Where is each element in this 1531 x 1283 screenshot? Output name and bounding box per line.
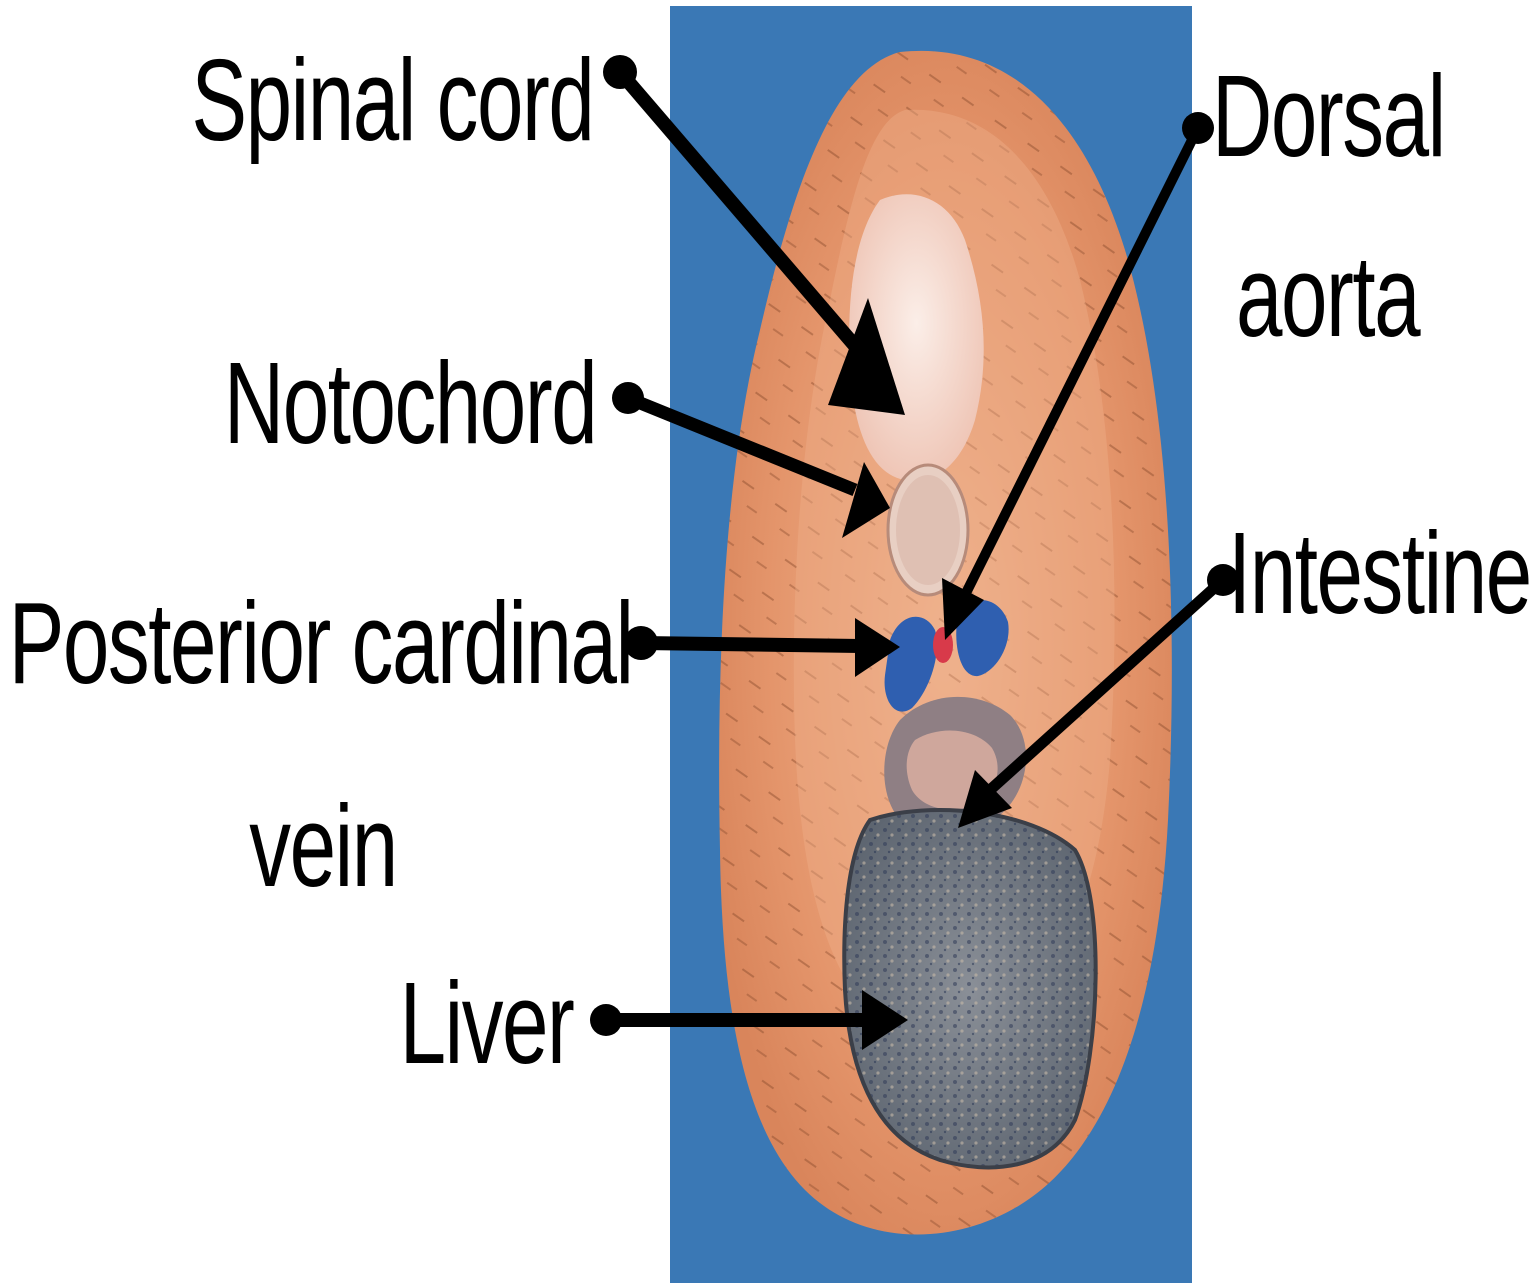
label-notochord: Notochord xyxy=(224,345,596,461)
label-dorsal-aorta-line1: Dorsal xyxy=(1212,58,1445,174)
label-liver: Liver xyxy=(399,965,573,1081)
label-spinal-cord: Spinal cord xyxy=(191,42,593,158)
label-posterior-cardinal-line2: vein xyxy=(247,788,398,904)
label-intestine: Intestine xyxy=(1228,515,1531,631)
label-posterior-cardinal-line1: Posterior cardinal xyxy=(9,585,633,701)
label-dorsal-aorta-line2: aorta xyxy=(1236,238,1419,354)
